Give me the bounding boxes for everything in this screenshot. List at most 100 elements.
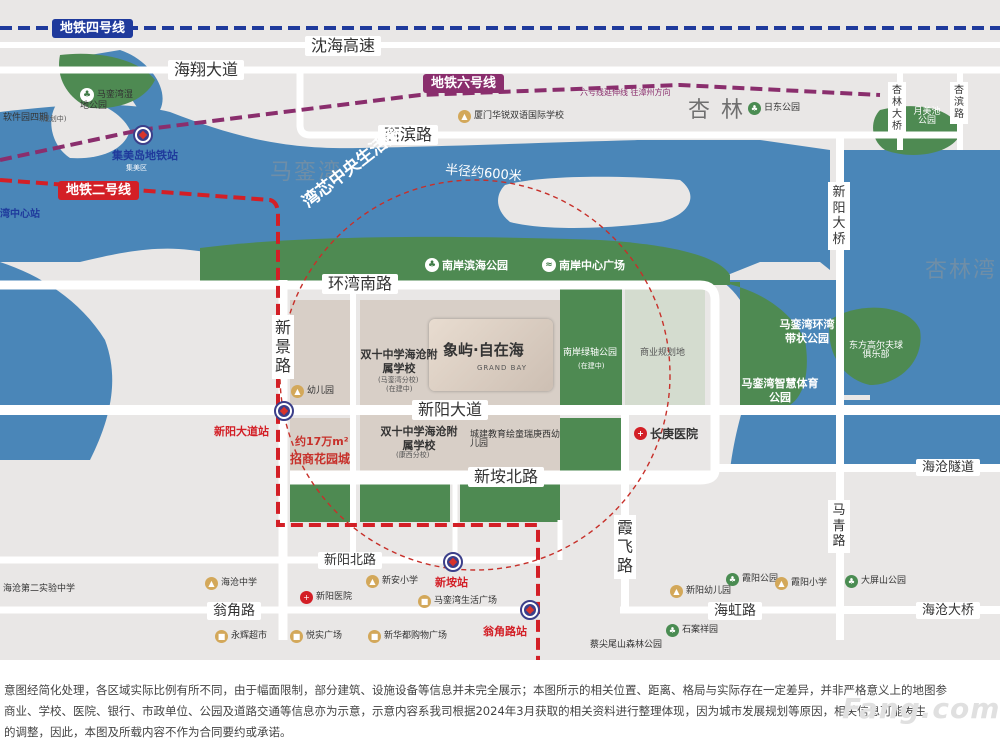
poi-xiamen-huarui: ▲厦门华锐双语国际学校 [458, 110, 564, 123]
metro-station-icon [274, 401, 294, 421]
poi-shuangshi-school-1-sub: (马銮湾分校) [378, 376, 419, 384]
green-golf [829, 307, 921, 385]
road-label-huanwannan: 环湾南路 [322, 274, 399, 294]
tree-icon: ♣ [748, 102, 761, 115]
shop-icon: ■ [290, 630, 303, 643]
poi-xiayang-park: ♣霞阳公园 [726, 573, 778, 586]
poi-caijianwei-park: 蔡尖尾山森林公园 [590, 640, 663, 650]
road-label-xibin: 西滨路 [378, 125, 439, 145]
poi-chengjian-kindergarten: 城建教育绘童瑞庚西幼儿园 [470, 430, 561, 449]
poi-mawan-life-plaza: ■马銮湾生活广场 [418, 595, 497, 608]
water-body-xinglin [840, 150, 1000, 470]
water-label-mawan: 马銮湾 [270, 160, 343, 185]
road-label-wengjiao: 翁角路 [207, 602, 261, 620]
poi-dongfang-golf: 东方高尔夫球俱乐部 [848, 341, 903, 360]
metro-station-icon [520, 600, 540, 620]
poi-mawan-huanwan-park: 马銮湾环湾带状公园 [779, 318, 835, 346]
plaza-icon: ≈ [542, 258, 556, 272]
water-label-xinglin-bay: 杏林湾 [925, 258, 998, 283]
poi-jimei-label: 集美区 [126, 164, 147, 172]
poi-commercial-plan: 商业规划地 [640, 348, 686, 358]
tree-icon: ♣ [425, 258, 439, 272]
road-label-haixiang: 海翔大道 [168, 60, 245, 80]
road-label-xiafei: 霞飞路 [614, 515, 636, 579]
disclaimer-line: 的调整，因此，本图及所载内容不作为合同要约或承诺。 [4, 725, 292, 739]
road-label-haihong: 海虹路 [708, 602, 762, 620]
poi-nanan-green-axis: 南岸绿轴公园 [563, 348, 618, 358]
green-east-shore [720, 282, 807, 405]
water-body-mawan [0, 104, 830, 278]
water-body-river [0, 262, 113, 460]
poi-haicang-second: 海沧第二实验中学 [3, 584, 76, 594]
green-axis-north [560, 287, 622, 405]
disclaimer-line: 意图经简化处理，各区域实际比例有所不同，由于幅面限制，部分建筑、设施设备等信息并… [4, 683, 947, 697]
poi-changgeng-hospital: +长庚医院 [634, 427, 698, 440]
shop-icon: ■ [418, 595, 431, 608]
poi-mawan-sports-park: 马銮湾智慧体育公园 [741, 377, 819, 405]
green-axis-south [560, 418, 622, 478]
metro-line4-tag: 地铁四号线 [52, 19, 134, 38]
shop-icon: ■ [215, 630, 228, 643]
metro-station-icon [443, 552, 463, 572]
road-label-haicang-tunnel: 海沧隧道 [916, 459, 981, 476]
tree-icon: ♣ [845, 575, 858, 588]
area-label-xinglin: 杏 林 [688, 98, 745, 123]
road-label-xinyang-dadao: 新阳大道 [412, 400, 489, 420]
school-icon: ▲ [775, 577, 788, 590]
poi-stone-park: ♣石案祥园 [666, 624, 718, 637]
poi-shuangshi-school-2-sub: (康西分校) [396, 451, 430, 459]
school-icon: ▲ [291, 385, 304, 398]
poi-yonghui: ■永辉超市 [215, 630, 267, 643]
hospital-icon: + [634, 427, 647, 440]
station-wan-center: 湾中心站 [0, 209, 40, 220]
commercial-area [625, 287, 705, 405]
road-label-xinyang-bridge: 新阳大桥 [828, 182, 850, 251]
poi-nanan-green-axis-sub: (在建中) [578, 362, 605, 370]
tree-icon: ♣ [726, 573, 739, 586]
green-south-shore [200, 236, 730, 285]
poi-kindergarten: ▲幼儿园 [291, 385, 334, 398]
poi-shuangshi-school-1-sub2: (在建中) [386, 385, 413, 393]
watermark: Fang.com [842, 692, 1000, 725]
road-label-maqing: 马青路 [828, 500, 850, 553]
green-strip-1 [290, 482, 350, 522]
station-xinyangdadao: 新阳大道站 [214, 425, 269, 438]
poi-xinyang-hospital: +新阳医院 [300, 591, 352, 604]
poi-xinyang-kinder: ▲新阳幼儿园 [670, 585, 731, 598]
poi-shuangshi-school-2: 双十中学海沧附属学校 [380, 425, 458, 452]
road-label-xingbin: 杏滨路 [950, 82, 968, 124]
poi-rizhong-park: ♣日东公园 [748, 102, 800, 115]
metro-line2-tag: 地铁二号线 [58, 181, 140, 200]
school-icon: ▲ [670, 585, 683, 598]
road-label-xinyangbei: 新阳北路 [318, 552, 383, 569]
project-logo: 象屿·自在海 GRAND BAY [429, 319, 553, 391]
school-icon: ▲ [205, 577, 218, 590]
disclaimer: 意图经简化处理，各区域实际比例有所不同，由于幅面限制，部分建筑、设施设备等信息并… [0, 660, 1000, 750]
map-graphics [0, 26, 1000, 660]
green-strip-3 [460, 482, 560, 522]
road-label-xinanbei: 新垵北路 [468, 467, 545, 487]
poi-software-park: 软件园四期 [3, 113, 49, 123]
metro-line2 [0, 178, 540, 660]
poi-nanan-center-plaza: ≈南岸中心广场 [542, 258, 625, 272]
poi-software-park-sub: (规划中) [40, 115, 67, 123]
hospital-icon: + [300, 591, 313, 604]
school-icon: ▲ [366, 575, 379, 588]
school-icon: ▲ [458, 110, 471, 123]
island-central [498, 176, 691, 228]
metro-line6-ext: 六号线延伸线 往漳州方向 [580, 88, 671, 97]
metro-line6-tag: 地铁六号线 [423, 74, 505, 93]
poi-shuangshi-school-1: 双十中学海沧附属学校 [360, 348, 438, 375]
station-xinan: 新垵站 [435, 576, 468, 589]
road-label-xinjing: 新景路 [272, 315, 294, 379]
poi-zhaoshang-name: 招商花园城 [290, 452, 351, 466]
poi-mawan-wetland: ♣ 马銮湾湿地公园 [80, 88, 133, 111]
poi-zhaoshang-area: 约17万m² [295, 435, 349, 448]
poi-xinan-primary: ▲新安小学 [366, 575, 418, 588]
poi-xiayang-primary: ▲霞阳小学 [775, 577, 827, 590]
poi-xinhua: ■新华都购物广场 [368, 630, 447, 643]
road-label-xinglin-bridge: 杏林大桥 [888, 82, 906, 136]
metro-station-icon [133, 125, 153, 145]
poi-yuemei-park: 月美池公园 [913, 107, 941, 126]
